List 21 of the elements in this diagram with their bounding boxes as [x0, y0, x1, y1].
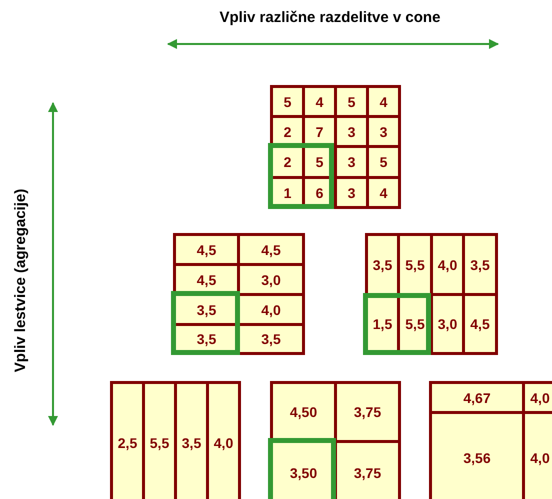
axis-title: Vpliv lestvice (agregacije) [12, 188, 29, 372]
grid-cell: 3 [334, 176, 369, 209]
grid-cell: 3,5 [174, 381, 209, 499]
grid-cell: 3,5 [237, 323, 305, 355]
grid-cell: 4,0 [522, 411, 552, 499]
grid-cell: 3,0 [237, 263, 305, 296]
grid-cell: 4 [366, 85, 401, 118]
grid-cell: 4,0 [522, 381, 552, 414]
grid-cell: 3 [366, 115, 401, 148]
axis-title: Vpliv različne razdelitve v cone [220, 9, 440, 26]
grid-cell: 4 [366, 176, 401, 209]
grid-cell: 5 [366, 145, 401, 179]
grid-cell: 4,5 [237, 233, 305, 266]
grid-cell: 4,5 [462, 293, 498, 355]
grid-cell: 3,56 [429, 411, 525, 499]
grid-cell: 3,5 [462, 233, 498, 296]
grid-cell: 5,5 [142, 381, 177, 499]
grid-cell: 3,75 [334, 381, 401, 443]
grid-cell: 3,75 [334, 440, 401, 499]
grid-cell: 4,0 [206, 381, 241, 499]
grid-cell: 2,5 [110, 381, 145, 499]
